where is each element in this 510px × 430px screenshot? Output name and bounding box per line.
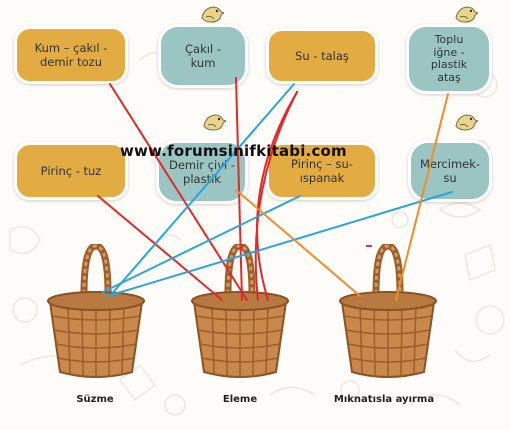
bird-icon bbox=[201, 6, 224, 23]
match-line-blue bbox=[107, 191, 453, 297]
card-line: iğne - bbox=[433, 45, 465, 59]
watermark: www.forumsinifkitabi.com bbox=[120, 142, 347, 160]
card-line: kum bbox=[190, 56, 216, 70]
card-pirinc-su-ispanak[interactable]: Pirinç – su-ıspanak bbox=[266, 142, 378, 200]
match-line-red bbox=[97, 195, 223, 301]
card-pirinc-tuz[interactable]: Pirinç - tuz bbox=[14, 142, 128, 200]
card-mercimek-su[interactable]: Mercimek-su bbox=[408, 140, 492, 202]
bird-icon bbox=[203, 114, 226, 131]
card-su-talas[interactable]: Su - talaş bbox=[266, 28, 378, 84]
basket-icon bbox=[339, 244, 437, 378]
card-line: Su - talaş bbox=[295, 49, 349, 63]
match-line-red bbox=[256, 91, 298, 301]
match-line-orange bbox=[235, 189, 361, 297]
card-line: Toplu bbox=[434, 33, 464, 46]
basket-label-eleme: Eleme bbox=[222, 394, 258, 405]
match-line-blue bbox=[109, 83, 295, 297]
match-line-blue bbox=[102, 195, 301, 293]
card-line: plastik bbox=[430, 58, 468, 71]
match-line-red bbox=[235, 77, 243, 301]
card-cakil-kum[interactable]: Çakıl -kum bbox=[158, 24, 248, 88]
card-line: Çakıl - bbox=[185, 42, 221, 56]
card-line: Pirinç - tuz bbox=[40, 164, 102, 178]
card-line: Demir çivi - bbox=[168, 158, 236, 172]
basket-label-suzme: Süzme bbox=[76, 394, 114, 405]
card-line: ataş bbox=[437, 70, 461, 84]
bird-icon bbox=[455, 114, 478, 131]
red-dash-mark bbox=[366, 245, 372, 247]
basket-icon bbox=[47, 244, 145, 378]
card-line: demir tozu bbox=[39, 55, 103, 69]
card-line: ıspanak bbox=[299, 171, 345, 185]
card-line: su bbox=[443, 171, 457, 185]
match-line-red bbox=[254, 91, 298, 301]
match-line-red bbox=[109, 83, 248, 301]
basket-label-miknatis: Mıknatısla ayırma bbox=[333, 394, 435, 405]
card-demir-civi-plastik[interactable]: Demir çivi -plastik bbox=[156, 140, 248, 204]
card-kum-cakil-demir-tozu[interactable]: Kum – çakıl -demir tozu bbox=[14, 26, 128, 84]
bird-icon bbox=[455, 6, 478, 23]
card-line: Mercimek- bbox=[419, 157, 481, 171]
card-line: Kum – çakıl - bbox=[34, 41, 108, 55]
card-line: Pirinç – su- bbox=[291, 157, 353, 171]
match-line-orange bbox=[395, 93, 449, 301]
card-line: plastik bbox=[183, 172, 221, 186]
